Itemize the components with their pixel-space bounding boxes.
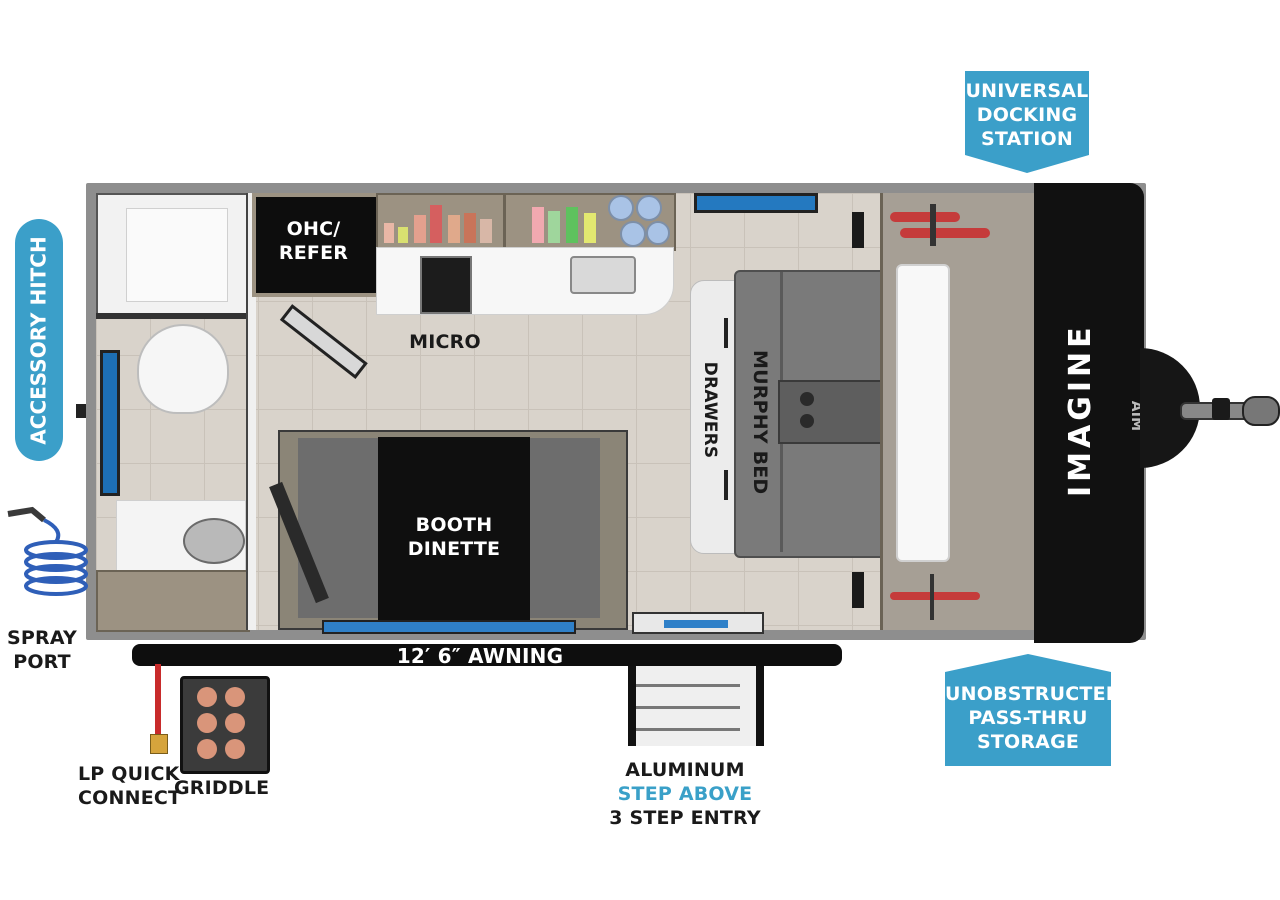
storage-latch-bottom	[852, 572, 864, 608]
spray-port-line-1: SPRAY	[7, 627, 77, 649]
stovetop	[420, 256, 472, 314]
booth-dinette-line-2: DINETTE	[407, 538, 501, 560]
rear-hitch-stub	[76, 404, 86, 418]
bath-wall	[96, 313, 246, 319]
drawer-handle-2	[724, 470, 728, 500]
step-line-1: ALUMINUM	[625, 759, 745, 781]
callout-arrow-down-shape	[965, 71, 1089, 173]
brand-wordmark: IMAGINE	[1063, 323, 1098, 497]
spray-port-label: SPRAY PORT	[4, 626, 80, 674]
aluminum-step-label: ALUMINUM STEP ABOVE 3 STEP ENTRY	[600, 758, 770, 830]
micro-label: MICRO	[409, 331, 481, 353]
universal-docking-line-2: DOCKING	[976, 104, 1078, 126]
storage-items-bottom	[890, 570, 1010, 624]
kitchen-sink	[570, 256, 636, 294]
front-cap	[1034, 183, 1144, 643]
dinette-window	[322, 620, 576, 634]
shower-pan	[126, 208, 228, 302]
shelf-divider	[503, 193, 506, 247]
griddle-label: GRIDDLE	[174, 777, 270, 799]
spray-port-line-2: PORT	[13, 651, 71, 673]
callout-arrow-up-shape	[945, 654, 1111, 766]
shelf-items-right	[532, 207, 600, 243]
awning-bar	[132, 644, 842, 666]
spray-hose-icon	[4, 500, 100, 600]
dinette-bench-right	[530, 438, 600, 618]
universal-docking-line-1: UNIVERSAL	[965, 80, 1089, 102]
unobstructed-line-1: UNOBSTRUCTED	[945, 683, 1122, 705]
top-window	[694, 193, 818, 213]
booth-dinette-line-1: BOOTH	[415, 514, 493, 536]
entry-window	[664, 620, 728, 628]
griddle-unit	[180, 676, 270, 774]
ohc-refer-line-2: REFER	[278, 242, 349, 264]
storage-latch-top	[852, 212, 864, 248]
unobstructed-line-3: STORAGE	[976, 731, 1080, 753]
shelf-items-left	[384, 205, 496, 243]
bath-cabinet	[96, 570, 250, 632]
bath-sink	[183, 518, 245, 564]
awning-label: 12′ 6″ AWNING	[396, 644, 564, 668]
unobstructed-line-2: PASS-THRU	[968, 707, 1088, 729]
step-line-3: 3 STEP ENTRY	[609, 807, 761, 829]
entry-step-icon	[628, 666, 764, 746]
lp-hose	[155, 664, 161, 736]
accessory-hitch-label: ACCESSORY HITCH	[26, 235, 51, 445]
hitch-jack	[1212, 398, 1230, 420]
lp-quick-connect-label: LP QUICK CONNECT	[78, 762, 182, 810]
drawers-label: DRAWERS	[700, 361, 720, 459]
bath-window	[100, 350, 120, 496]
universal-docking-line-3: STATION	[981, 128, 1073, 150]
sofa-console	[778, 380, 882, 444]
step-line-2: STEP ABOVE	[617, 783, 753, 805]
lp-line-1: LP QUICK	[78, 763, 180, 785]
dinette-table: BOOTH DINETTE	[378, 437, 530, 623]
storage-items-top	[890, 198, 1010, 252]
lp-line-2: CONNECT	[78, 787, 182, 809]
unobstructed-storage-callout: UNOBSTRUCTED PASS-THRU STORAGE	[945, 654, 1122, 766]
universal-docking-callout: UNIVERSAL DOCKING STATION	[965, 71, 1089, 173]
dinette-bench-left	[298, 438, 378, 618]
toilet	[137, 324, 229, 414]
lp-fitting-icon	[150, 734, 168, 754]
bath-partition	[246, 193, 256, 630]
drawer-handle-1	[724, 318, 728, 348]
front-bed	[896, 264, 950, 562]
accessory-hitch-callout: ACCESSORY HITCH	[15, 219, 63, 461]
hitch-coupler	[1242, 396, 1280, 426]
ohc-refer: OHC/ REFER	[252, 193, 383, 297]
murphy-bed-label: MURPHY BED	[749, 350, 771, 495]
ohc-refer-line-1: OHC/	[286, 218, 341, 240]
shelf-bowls	[606, 195, 670, 247]
